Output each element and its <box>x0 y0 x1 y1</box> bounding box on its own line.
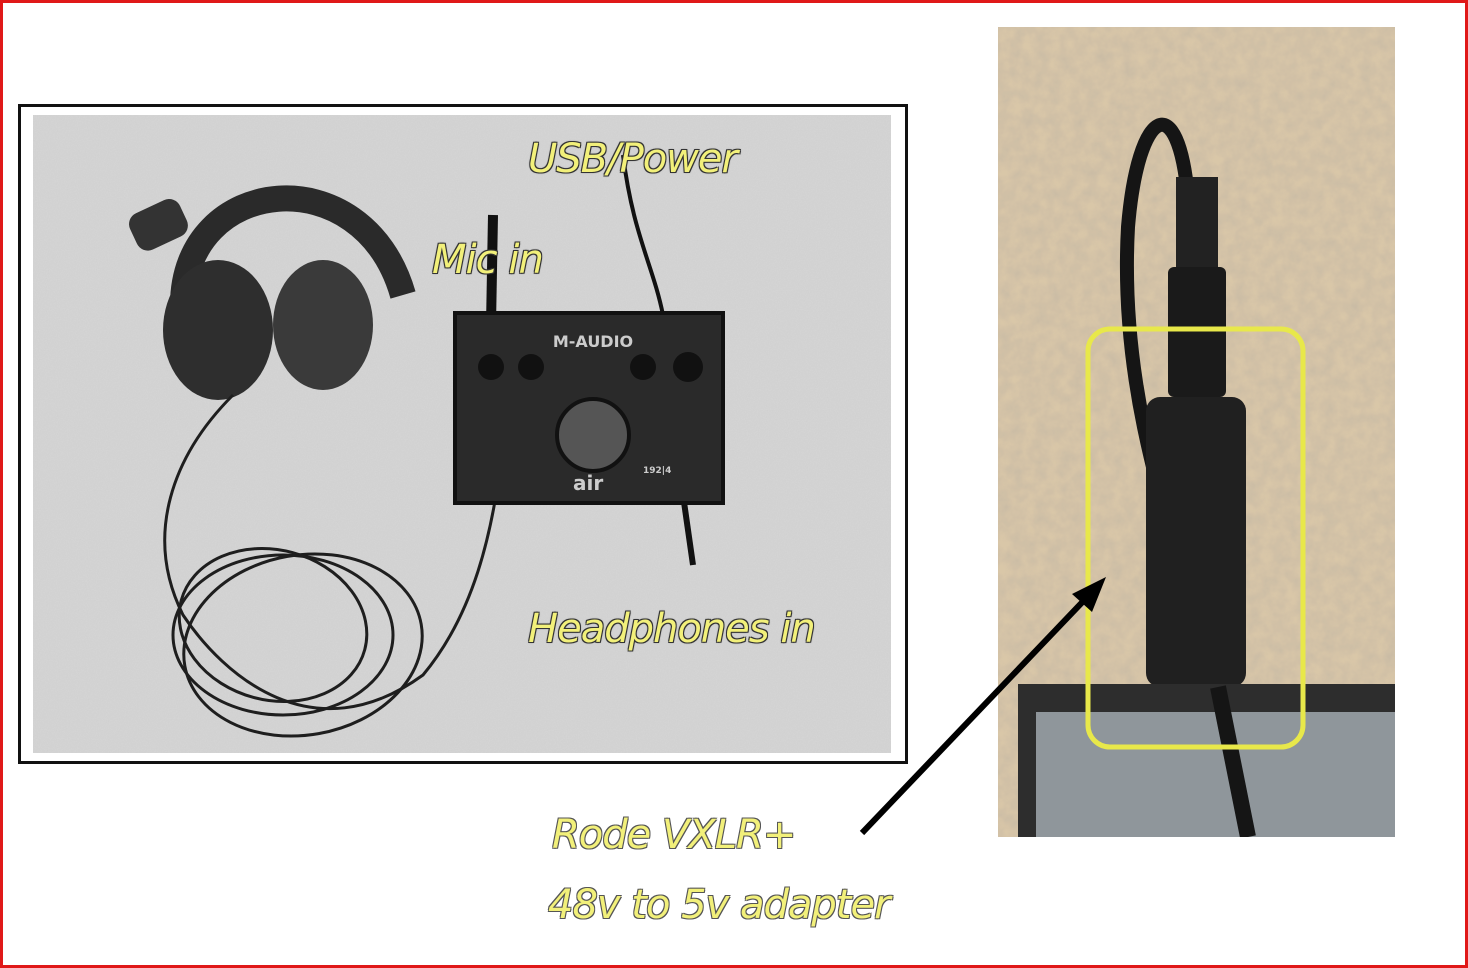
adapter-highlight-box <box>1085 326 1306 750</box>
label-headphones-in: Headphones in <box>528 606 816 652</box>
label-adapter-name: Rode VXLR+ <box>552 812 796 858</box>
adapter-closeup-photo <box>998 27 1395 837</box>
device-brand: M-AUDIO <box>553 332 633 351</box>
usb-cable <box>621 154 665 316</box>
headphone-plug <box>680 494 696 566</box>
adapter-closeup-image <box>998 27 1395 837</box>
mic-cable <box>486 214 498 326</box>
audio-interface: M-AUDIO air 192|4 <box>453 311 725 505</box>
headphone-cable <box>163 393 505 738</box>
label-usb-power: USB/Power <box>528 136 738 182</box>
label-adapter-description: 48v to 5v adapter <box>548 882 891 928</box>
device-logo: air <box>573 471 603 495</box>
headphones <box>129 185 416 400</box>
setup-photo: M-AUDIO air 192|4 <box>18 104 908 764</box>
setup-photo-image: M-AUDIO air 192|4 <box>33 115 891 753</box>
device-model: 192|4 <box>643 466 671 476</box>
label-mic-in: Mic in <box>432 237 544 283</box>
